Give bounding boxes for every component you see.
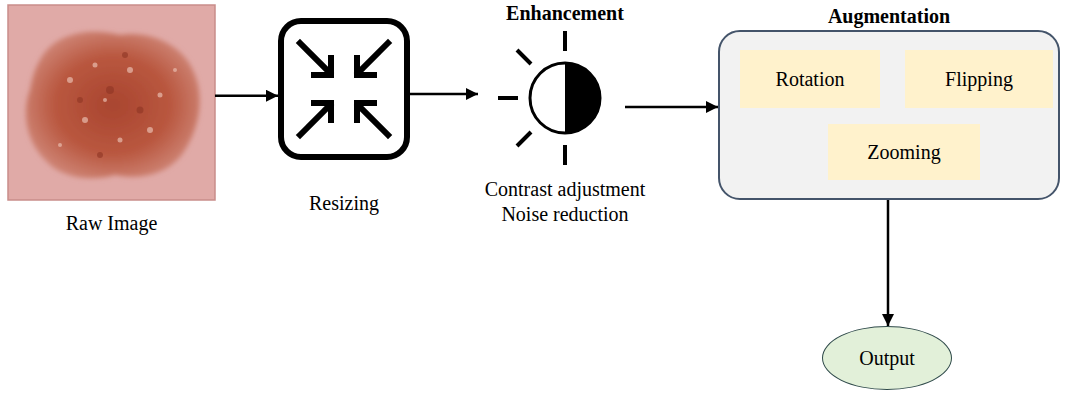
step-caption: Noise reduction bbox=[501, 203, 628, 226]
process-box: Zooming bbox=[828, 124, 980, 180]
step-caption: Augmentation bbox=[828, 5, 950, 28]
process-box: Flipping bbox=[905, 50, 1053, 108]
raw-image: Raw Image bbox=[8, 5, 215, 200]
step-caption: Resizing bbox=[309, 192, 379, 215]
resize-icon bbox=[281, 21, 407, 157]
raw-skin-image bbox=[8, 5, 215, 200]
flow-arrow bbox=[410, 93, 478, 96]
flow-arrow bbox=[625, 106, 718, 109]
output-ellipse: Output bbox=[822, 326, 952, 390]
contrast-icon bbox=[498, 31, 600, 165]
resize-step: Resizing bbox=[278, 18, 410, 160]
box-label: Output bbox=[859, 347, 915, 370]
step-caption: Enhancement bbox=[506, 2, 624, 25]
flow-arrow bbox=[215, 95, 278, 98]
box-label: Flipping bbox=[945, 68, 1013, 91]
augmentation-box: AugmentationRotationFlippingZooming bbox=[718, 30, 1060, 200]
process-box: Rotation bbox=[740, 50, 880, 108]
flow-arrow bbox=[887, 200, 890, 326]
box-label: Zooming bbox=[867, 141, 940, 164]
box-label: Rotation bbox=[776, 68, 845, 91]
step-caption: Contrast adjustment bbox=[485, 178, 646, 201]
enhancement-step: EnhancementContrast adjustmentNoise redu… bbox=[478, 28, 625, 170]
step-caption: Raw Image bbox=[66, 212, 158, 235]
